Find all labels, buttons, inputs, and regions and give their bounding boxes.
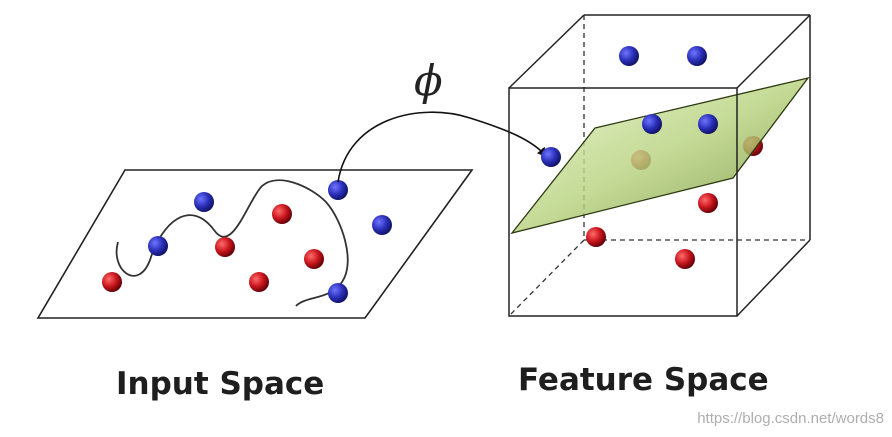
mapping-arrow	[337, 111, 548, 183]
feature-blue-point	[642, 114, 662, 134]
feature-blue-point	[698, 114, 718, 134]
feature-points-front	[586, 114, 718, 269]
input-blue-point	[194, 192, 214, 212]
feature-red-point	[698, 193, 718, 213]
input-blue-point	[328, 180, 348, 200]
feature-red-point	[586, 227, 606, 247]
feature-red-point	[675, 249, 695, 269]
mapping-phi-symbol: ϕ	[414, 56, 443, 105]
watermark-text: https://blog.csdn.net/words8	[697, 410, 884, 427]
feature-space-label: Feature Space	[518, 362, 769, 398]
feature-cube-hidden-edges	[508, 15, 810, 317]
input-red-point	[249, 272, 269, 292]
input-space-plane	[36, 169, 474, 319]
input-blue-point	[148, 236, 168, 256]
input-red-point	[272, 204, 292, 224]
input-red-point	[215, 237, 235, 257]
input-space-label: Input Space	[116, 366, 325, 402]
feature-cube-visible-edges	[508, 14, 811, 317]
input-red-point	[102, 272, 122, 292]
nonlinear-decision-boundary	[115, 179, 349, 307]
input-space-points	[102, 180, 392, 303]
input-red-point	[304, 249, 324, 269]
feature-blue-point	[687, 46, 707, 66]
feature-blue-point	[541, 147, 561, 167]
feature-blue-point	[619, 46, 639, 66]
input-blue-point	[372, 215, 392, 235]
input-blue-point	[328, 283, 348, 303]
